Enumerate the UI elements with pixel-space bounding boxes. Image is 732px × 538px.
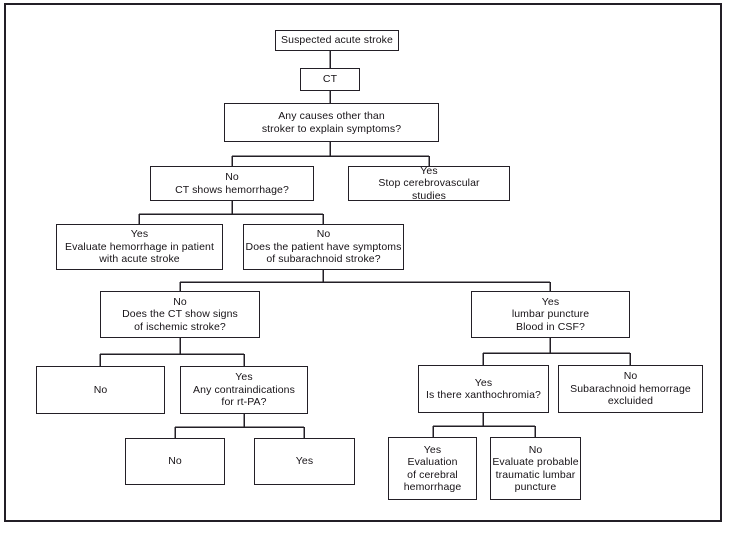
node-label-line: with acute stroke: [99, 253, 180, 266]
node-label-line: Does the CT show signs: [122, 308, 238, 321]
node-label-line: Evaluate probable: [492, 456, 579, 469]
node-rt-pa-yes: Yes: [254, 438, 355, 485]
node-label-line: lumbar puncture: [511, 308, 590, 321]
node-label-line: No: [528, 443, 543, 456]
node-label-line: No: [173, 295, 187, 308]
node-rt-pa-no: No: [125, 438, 225, 485]
node-suspected-acute-stroke: Suspected acute stroke: [275, 30, 399, 51]
node-label-line: of cerebral: [407, 468, 458, 481]
node-label-line: of subarachnoid stroke?: [266, 253, 381, 266]
node-label-line: stroker to explain symptoms?: [261, 122, 402, 135]
node-label-line: traumatic lumbar: [495, 468, 576, 481]
node-label-line: studies: [412, 189, 446, 202]
node-label-line: Stop cerebrovascular: [378, 177, 480, 190]
node-label-line: excluided: [607, 395, 654, 408]
node-label-line: hemorrhage: [403, 480, 462, 493]
node-label-line: No: [316, 228, 331, 241]
node-label-line: Suspected acute stroke: [281, 34, 393, 47]
node-label-line: of ischemic stroke?: [134, 320, 226, 333]
node-label-line: Yes: [474, 376, 493, 389]
node-label-line: Yes: [420, 164, 438, 177]
node-label-line: No: [225, 171, 239, 184]
node-label-line: Yes: [130, 228, 149, 241]
node-label-line: Yes: [295, 455, 314, 468]
node-label-line: Does the patient have symptoms: [245, 240, 402, 253]
node-label-line: Blood in CSF?: [515, 320, 585, 333]
node-ischemic-no: No: [36, 366, 165, 414]
outer-frame-border: [4, 3, 722, 522]
node-label-line: No: [93, 383, 108, 396]
node-label-line: Yes: [235, 371, 253, 384]
node-label-line: Is there xanthochromia?: [426, 389, 541, 401]
node-label-line: Evaluation: [407, 456, 458, 469]
node-label-line: CT: [322, 73, 338, 86]
node-label-line: Any causes other than: [278, 110, 385, 123]
node-label-line: Yes: [541, 295, 560, 308]
node-ct: CT: [300, 68, 360, 91]
node-label-line: No: [623, 370, 638, 383]
node-label-line: CT shows hemorrhage?: [175, 183, 289, 196]
node-label-line: Any contraindications: [193, 383, 295, 396]
node-label-line: No: [168, 455, 182, 468]
node-label-line: Yes: [423, 443, 442, 456]
node-label-line: for rt-PA?: [221, 396, 267, 409]
node-label-line: Evaluate hemorrhage in patient: [65, 240, 214, 253]
node-label-line: puncture: [514, 480, 557, 493]
node-label-line: Subarachnoid hemorrage: [570, 382, 691, 395]
